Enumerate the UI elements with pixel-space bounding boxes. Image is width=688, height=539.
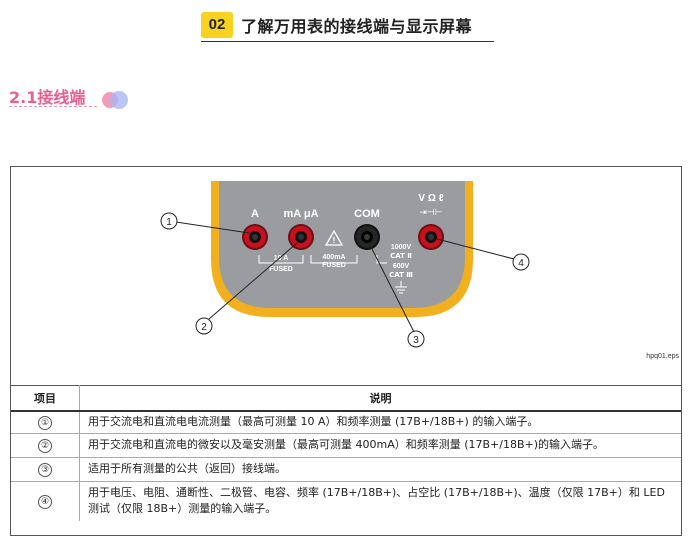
callout-3-number: 3 [413,335,419,346]
article-header: 02 了解万用表的接线端与显示屏幕 [0,8,688,42]
row-desc-cell: 用于交流电和直流电的微安以及毫安测量（最高可测量 400mA）和频率测量 (17… [79,432,681,457]
leader-line-1 [175,221,250,234]
warning-icon-mark: ! [333,236,336,245]
callout-4: 4 [512,253,530,271]
multimeter-terminals-diagram: A mA μA COM V Ω ℓ ⇥⊣⊢ ! 400mA FUSED 10 A… [160,181,530,348]
figure-table-frame: A mA μA COM V Ω ℓ ⇥⊣⊢ ! 400mA FUSED 10 A… [10,166,682,536]
callout-1: 1 [160,212,178,230]
table-row: ② 用于交流电和直流电的微安以及毫安测量（最高可测量 400mA）和频率测量 (… [11,432,681,457]
fuse-bracket-ma [310,255,358,264]
callout-2-number: 2 [201,322,207,333]
terminal-description-table: 项目 说明 ① 用于交流电和直流电电流测量（最高可测量 10 A）和频率测量 (… [11,385,681,521]
leader-line-4 [436,238,515,260]
table-header-row: 项目 说明 [11,385,681,412]
rating-cat2-voltage: 1000V [391,244,412,251]
figure-file-label: hpq01.eps [646,353,679,360]
table-row: ① 用于交流电和直流电电流测量（最高可测量 10 A）和频率测量 (17B+/1… [11,410,681,433]
row-desc-cell: 适用于所有测量的公共（返回）接线端。 [79,456,681,481]
row-desc-cell: 用于交流电和直流电电流测量（最高可测量 10 A）和频率测量 (17B+/18B… [79,410,681,433]
table-row: ④ 用于电压、电阻、通断性、二极管、电容、频率 (17B+/18B+)、占空比 … [11,480,681,521]
row-item-number: ③ [38,463,52,477]
row-item-cell: ③ [11,456,80,481]
leader-line-2 [208,242,298,320]
terminal-label-a: A [251,208,259,220]
subsection-title: 2.1接线端 [9,88,86,107]
fused-label-ma: FUSED [322,262,346,269]
jack-ma [288,224,314,250]
terminal-label-volt: V Ω ℓ [418,193,443,204]
column-header-item: 项目 [11,385,80,412]
terminal-label-com: COM [354,208,380,220]
callout-4-number: 4 [518,258,524,269]
decor-bubble-blue [110,91,128,109]
callout-2: 2 [195,317,213,335]
fuse-bracket-left [258,255,304,264]
rating-cat3: CAT Ⅲ [389,271,413,279]
jack-a [242,224,268,250]
warning-icon [324,229,344,246]
leader-line-3 [368,242,415,333]
terminal-label-ma: mA μA [283,208,318,220]
dashed-underline [9,106,97,107]
fuse-rating-ma: 400mA [323,254,346,261]
jack-com [354,224,380,250]
diode-cap-symbols: ⇥⊣⊢ [419,208,442,218]
fused-label-a: FUSED [269,266,293,273]
table-row: ③ 适用于所有测量的公共（返回）接线端。 [11,456,681,481]
section-number-badge: 02 [201,12,233,38]
row-item-number: ② [38,439,52,453]
jack-volt [418,224,444,250]
row-desc-cell: 用于电压、电阻、通断性、二极管、电容、频率 (17B+/18B+)、占空比 (1… [79,480,681,521]
rating-bracket [376,255,387,264]
row-item-number: ① [38,416,52,431]
rating-cat3-voltage: 600V [393,263,410,270]
rating-cat2: CAT Ⅱ [390,252,412,260]
ground-icon [395,281,407,294]
column-header-desc: 说明 [79,385,681,412]
subsection-heading: 2.1接线端 [9,84,128,109]
title-underline [201,41,494,42]
fuse-rating-a: 10 A [274,255,289,262]
row-item-cell: ④ [11,480,80,521]
row-item-number: ④ [38,495,52,510]
callout-3: 3 [407,330,425,348]
row-item-cell: ① [11,410,80,433]
row-item-cell: ② [11,432,80,457]
article-title: 了解万用表的接线端与显示屏幕 [241,17,473,36]
callout-1-number: 1 [166,217,172,228]
